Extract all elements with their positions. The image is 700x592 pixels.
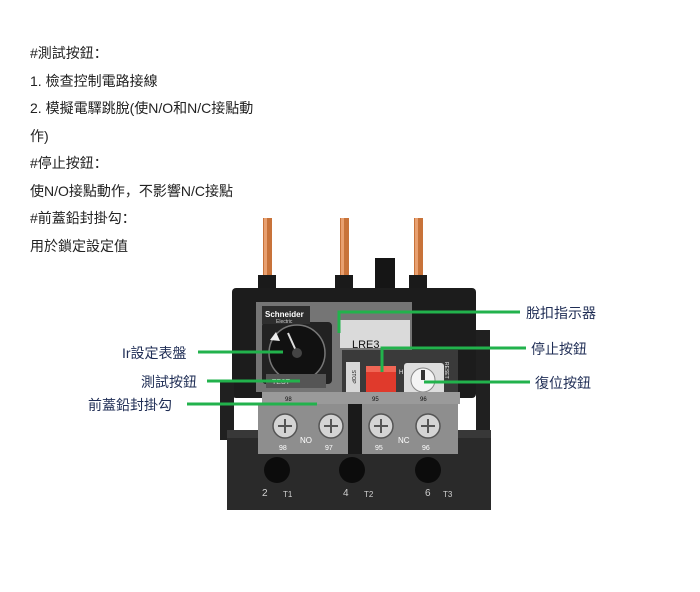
description-line: 2. 模擬電驛跳脫(使N/O和N/C接點動	[30, 100, 254, 116]
callout-test-button: 測試按鈕	[141, 374, 197, 390]
brand-name: Schneider	[265, 310, 304, 319]
callout-reset-button: 復位按鈕	[535, 375, 591, 391]
copper-prongs	[258, 218, 427, 297]
term-top-98: 98	[285, 397, 292, 403]
t1-number: 2	[262, 488, 268, 499]
model-label: LRE3	[352, 339, 380, 351]
h-text: H	[399, 370, 403, 376]
description-text: #測試按鈕： 1. 檢查控制電路接線 2. 模擬電驛跳脫(使N/O和N/C接點動…	[30, 40, 310, 260]
t2-number: 4	[343, 488, 349, 499]
terminal-screws	[272, 413, 441, 439]
reset-button[interactable]	[404, 363, 444, 397]
description-line: #前蓋鉛封掛勾：	[30, 210, 136, 226]
brand-sub: Electric	[276, 319, 293, 325]
callout-seal-hook: 前蓋鉛封掛勾	[88, 397, 172, 413]
description-line: #測試按鈕：	[30, 45, 108, 61]
main-power-terminals	[264, 457, 441, 483]
callout-ir-dial: Ir設定表盤	[122, 345, 187, 361]
t1-label: T1	[283, 490, 293, 499]
t3-number: 6	[425, 488, 431, 499]
callout-trip-indicator: 脫扣指示器	[526, 305, 596, 321]
term-98-label: 98	[279, 445, 287, 452]
description-line: 用於鎖定設定值	[30, 237, 128, 254]
t2-label: T2	[364, 490, 374, 499]
term-97-label: 97	[325, 445, 333, 452]
callout-lines	[187, 310, 530, 406]
nc-label: NC	[398, 436, 410, 445]
ir-setting-dial[interactable]	[262, 322, 332, 384]
term-95-label: 95	[375, 445, 383, 452]
reset-text: RESET	[443, 362, 449, 379]
callout-stop-button: 停止按鈕	[531, 341, 587, 357]
no-label: NO	[300, 436, 312, 445]
description-line: 作)	[30, 127, 49, 144]
term-96-label: 96	[422, 445, 430, 452]
description-line: #停止按鈕：	[30, 155, 108, 171]
term-top-96: 96	[420, 397, 427, 403]
description-line: 1. 檢查控制電路接線	[30, 72, 158, 89]
term-top-95: 95	[372, 397, 379, 403]
stop-text: STOP	[350, 370, 356, 384]
description-line: 使N/O接點動作，不影響N/C接點	[30, 182, 233, 199]
t3-label: T3	[443, 490, 453, 499]
brand-plate: Schneider Electric	[262, 306, 310, 325]
